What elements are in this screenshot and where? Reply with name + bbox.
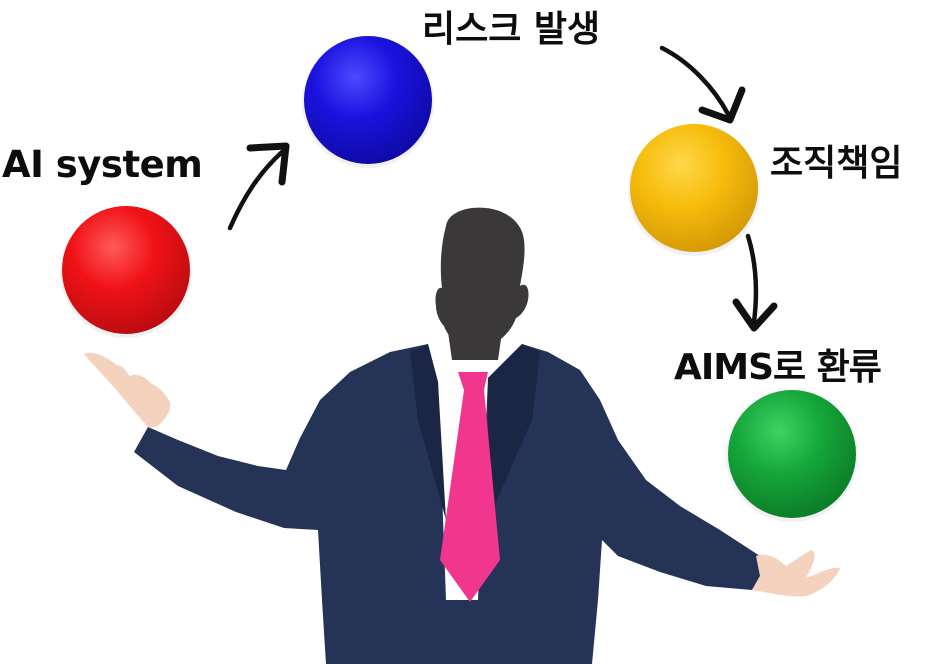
red-ball: [60, 206, 192, 338]
lapel-right: [488, 344, 540, 520]
arrow-risk-to-org: [659, 45, 746, 124]
suit-jacket: [134, 344, 760, 664]
arrow-org-to-aims: [732, 233, 778, 332]
lapel-left: [410, 344, 446, 520]
label-ai-system: AI system: [2, 143, 203, 186]
label-aims-feedback: AIMS로 환류: [674, 347, 882, 388]
arrow-ai-to-risk: [227, 142, 290, 231]
green-ball: [726, 390, 858, 522]
blue-ball: [302, 36, 434, 168]
necktie: [440, 372, 500, 602]
left-hand: [84, 352, 171, 428]
label-organizational-responsibility: 조직책임: [770, 143, 903, 184]
right-hand: [752, 550, 840, 597]
label-risk-occurrence: 리스크 발생: [422, 9, 601, 50]
juggler-figure: [84, 207, 840, 664]
head: [435, 207, 529, 349]
yellow-ball: [628, 124, 760, 256]
